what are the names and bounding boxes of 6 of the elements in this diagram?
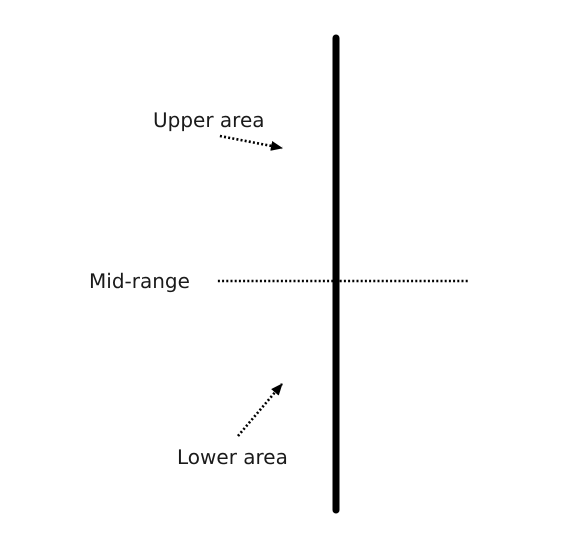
dotted-arrow [220, 134, 283, 151]
dotted-arrow [236, 383, 283, 437]
text-label: Mid-range [89, 270, 190, 292]
text-label: Upper area [153, 109, 265, 131]
dotted-line [218, 280, 468, 282]
text-label: Lower area [177, 446, 288, 468]
